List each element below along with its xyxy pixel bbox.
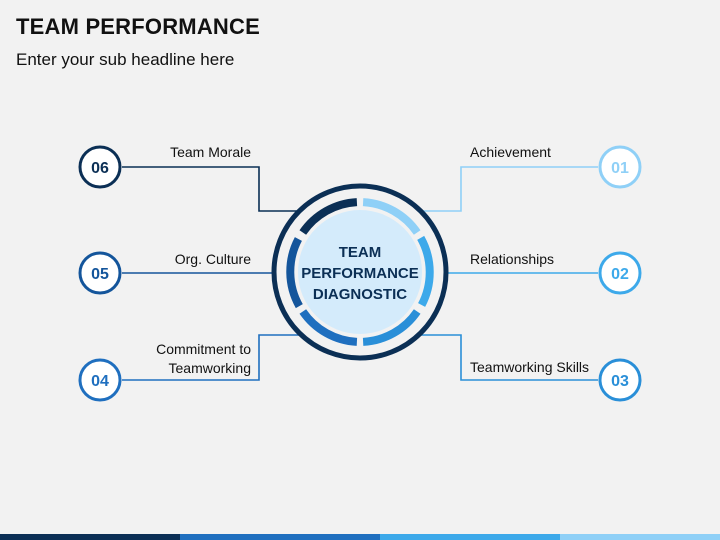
badge-06: 06 bbox=[78, 145, 122, 189]
segment-06 bbox=[299, 198, 358, 235]
page-subtitle: Enter your sub headline here bbox=[16, 50, 235, 69]
badge-03: 03 bbox=[598, 358, 642, 402]
badge-01-number: 01 bbox=[611, 160, 629, 177]
badge-04: 04 bbox=[78, 358, 122, 402]
center-line-2: PERFORMANCE bbox=[301, 265, 419, 282]
badge-05: 05 bbox=[78, 251, 122, 295]
center-line-1: TEAM bbox=[339, 244, 382, 261]
segment-02 bbox=[417, 235, 434, 307]
label-04-line-1: Commitment to bbox=[156, 341, 251, 357]
segment-ring bbox=[286, 198, 434, 346]
badge-06-number: 06 bbox=[91, 160, 109, 177]
label-01: Achievement bbox=[470, 144, 551, 160]
segment-03 bbox=[362, 309, 421, 346]
badge-04-number: 04 bbox=[91, 373, 109, 390]
label-04: Commitment to Teamworking bbox=[120, 340, 251, 378]
badge-02-number: 02 bbox=[611, 266, 629, 283]
badge-05-number: 05 bbox=[91, 266, 109, 283]
segment-04 bbox=[299, 309, 358, 346]
segment-01 bbox=[362, 198, 421, 235]
label-06: Team Morale bbox=[170, 144, 251, 160]
center-disc bbox=[298, 210, 422, 334]
badge-01: 01 bbox=[598, 145, 642, 189]
connector-03 bbox=[420, 334, 598, 381]
connector-04 bbox=[122, 334, 300, 381]
center-line-3: DIAGNOSTIC bbox=[313, 286, 407, 303]
bottom-accent-bar bbox=[0, 534, 720, 540]
label-05: Org. Culture bbox=[174, 251, 251, 267]
connector-01 bbox=[420, 166, 598, 212]
badge-03-number: 03 bbox=[611, 373, 629, 390]
badge-02: 02 bbox=[598, 251, 642, 295]
label-02: Relationships bbox=[470, 251, 555, 267]
label-03: Teamworking Skills bbox=[470, 359, 590, 375]
connector-06 bbox=[122, 166, 300, 212]
label-04-line-2: Teamworking bbox=[168, 360, 251, 376]
page-title: TEAM PERFORMANCE bbox=[16, 14, 260, 39]
segment-05 bbox=[286, 237, 303, 309]
